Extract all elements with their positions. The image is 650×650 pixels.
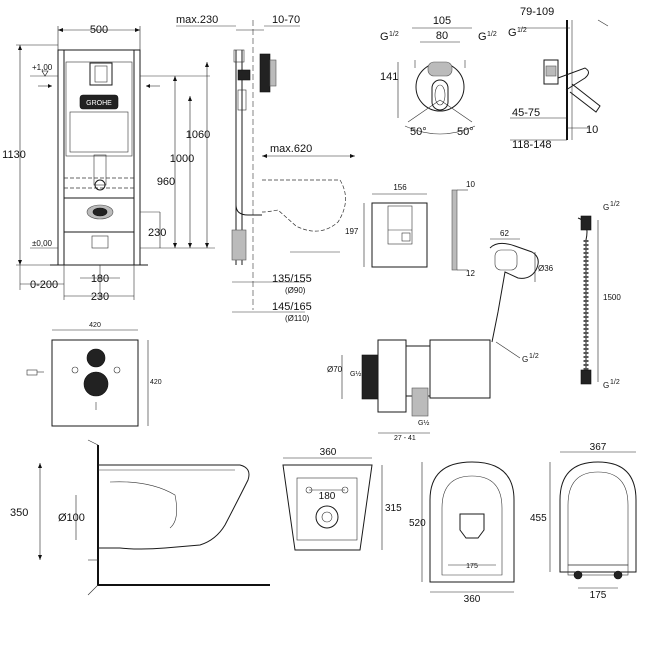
level-zero-label: ±0,00 <box>32 239 53 248</box>
plate-height-197: 197 <box>345 227 359 236</box>
mixer-g-right: G <box>478 31 487 43</box>
max-depth-label: max.230 <box>176 14 218 26</box>
mixer-range-118-148: 118-148 <box>512 139 552 151</box>
pipe-1-sub-label: (Ø90) <box>285 286 306 295</box>
level-top-label: +1,00 <box>32 63 53 72</box>
bottom-range-label: 0-200 <box>30 279 58 291</box>
brand-label: GROHE <box>86 100 112 107</box>
hose-g-bottom: G <box>603 381 609 390</box>
bidet-g: G <box>522 355 528 364</box>
valve-d70: Ø70 <box>327 365 343 374</box>
installation-frame-side: max.620 max.230 10-70 135/155 (Ø90) 145/… <box>176 14 355 323</box>
hose-thread-top: 1/2 <box>610 201 620 208</box>
mixer-d10: 10 <box>586 124 598 136</box>
toilet-seat: 367 455 175 <box>530 442 637 601</box>
bowl-plan-view: 175 520 360 <box>409 461 515 605</box>
height-1000-label: 1000 <box>170 153 194 165</box>
shower-hose: G 1/2 1500 G 1/2 <box>577 201 621 390</box>
mixer-range-79-109: 79-109 <box>520 6 554 18</box>
plan-height-520: 520 <box>409 518 426 529</box>
plate-depth-10: 10 <box>466 180 475 189</box>
seat-height-455: 455 <box>530 513 547 524</box>
valve-g-left: G½ <box>350 370 361 378</box>
bowl-width-180: 180 <box>319 491 336 502</box>
plate-width-156: 156 <box>393 183 407 192</box>
mixer-angle-right: 50° <box>457 126 474 138</box>
seat-width-367: 367 <box>590 442 607 453</box>
plan-width-175: 175 <box>466 563 478 570</box>
installation-frame-front: GROHE 500 1130 +1,00 <box>2 24 215 303</box>
frame-width-label: 500 <box>90 24 108 36</box>
bidet-thread: 1/2 <box>529 353 539 360</box>
bowl-side-view: 350 Ø100 <box>10 439 270 596</box>
bowl-d100: Ø100 <box>58 512 85 524</box>
mixer-front-view: 105 80 G 1/2 G 1/2 141 50° 50° <box>380 15 497 138</box>
pipe-1-label: 135/155 <box>272 273 312 285</box>
bowl-depth-315: 315 <box>385 503 402 514</box>
bowl-back-view: 180 360 315 <box>282 447 402 551</box>
mixer-range-45-75: 45-75 <box>512 107 540 119</box>
mixer-side-g: G <box>508 27 517 39</box>
valve-g-bottom: G½ <box>418 419 429 427</box>
pipe-2-label: 145/165 <box>272 301 312 313</box>
height-1060-label: 1060 <box>186 129 210 141</box>
hose-thread-bottom: 1/2 <box>610 379 620 386</box>
sound-insulation-pad: 420 420 <box>26 322 162 427</box>
frame-height-label: 1130 <box>2 149 26 161</box>
mixer-width-105: 105 <box>433 15 451 27</box>
mixer-side-view: 79-109 G 1/2 45-75 10 118-148 <box>508 6 609 151</box>
bidet-d36: Ø36 <box>538 264 554 273</box>
bottom-180-label: 180 <box>91 273 109 285</box>
bidet-spray: 62 Ø36 G 1/2 <box>489 229 554 364</box>
height-960-label: 960 <box>157 176 175 188</box>
depth-range-label: 10-70 <box>272 14 300 26</box>
mixer-angle-left: 50° <box>410 126 427 138</box>
flush-plate: 156 197 10 12 <box>345 180 475 278</box>
seat-width-175: 175 <box>590 590 607 601</box>
angle-valve: Ø70 G½ G½ 27 - 41 <box>327 339 491 442</box>
max-620-label: max.620 <box>270 143 312 155</box>
plan-width-360: 360 <box>464 594 481 605</box>
pad-width-420: 420 <box>89 322 101 329</box>
bowl-width-360-top: 360 <box>320 447 337 458</box>
pad-height-420: 420 <box>150 379 162 386</box>
bowl-height-350: 350 <box>10 507 28 519</box>
bidet-width-62: 62 <box>500 229 509 238</box>
valve-range: 27 - 41 <box>394 435 416 442</box>
mixer-width-80: 80 <box>436 30 448 42</box>
bottom-230-label: 230 <box>91 291 109 303</box>
hose-g-top: G <box>603 203 609 212</box>
pipe-2-sub-label: (Ø110) <box>285 314 310 323</box>
mixer-thread-left: 1/2 <box>389 31 399 38</box>
mixer-height-141: 141 <box>380 71 398 83</box>
hose-length-1500: 1500 <box>603 293 621 302</box>
height-230-label: 230 <box>148 227 166 239</box>
mixer-g-left: G <box>380 31 389 43</box>
mixer-thread-right: 1/2 <box>487 31 497 38</box>
mixer-side-thread: 1/2 <box>517 27 527 34</box>
plate-depth-12: 12 <box>466 269 475 278</box>
